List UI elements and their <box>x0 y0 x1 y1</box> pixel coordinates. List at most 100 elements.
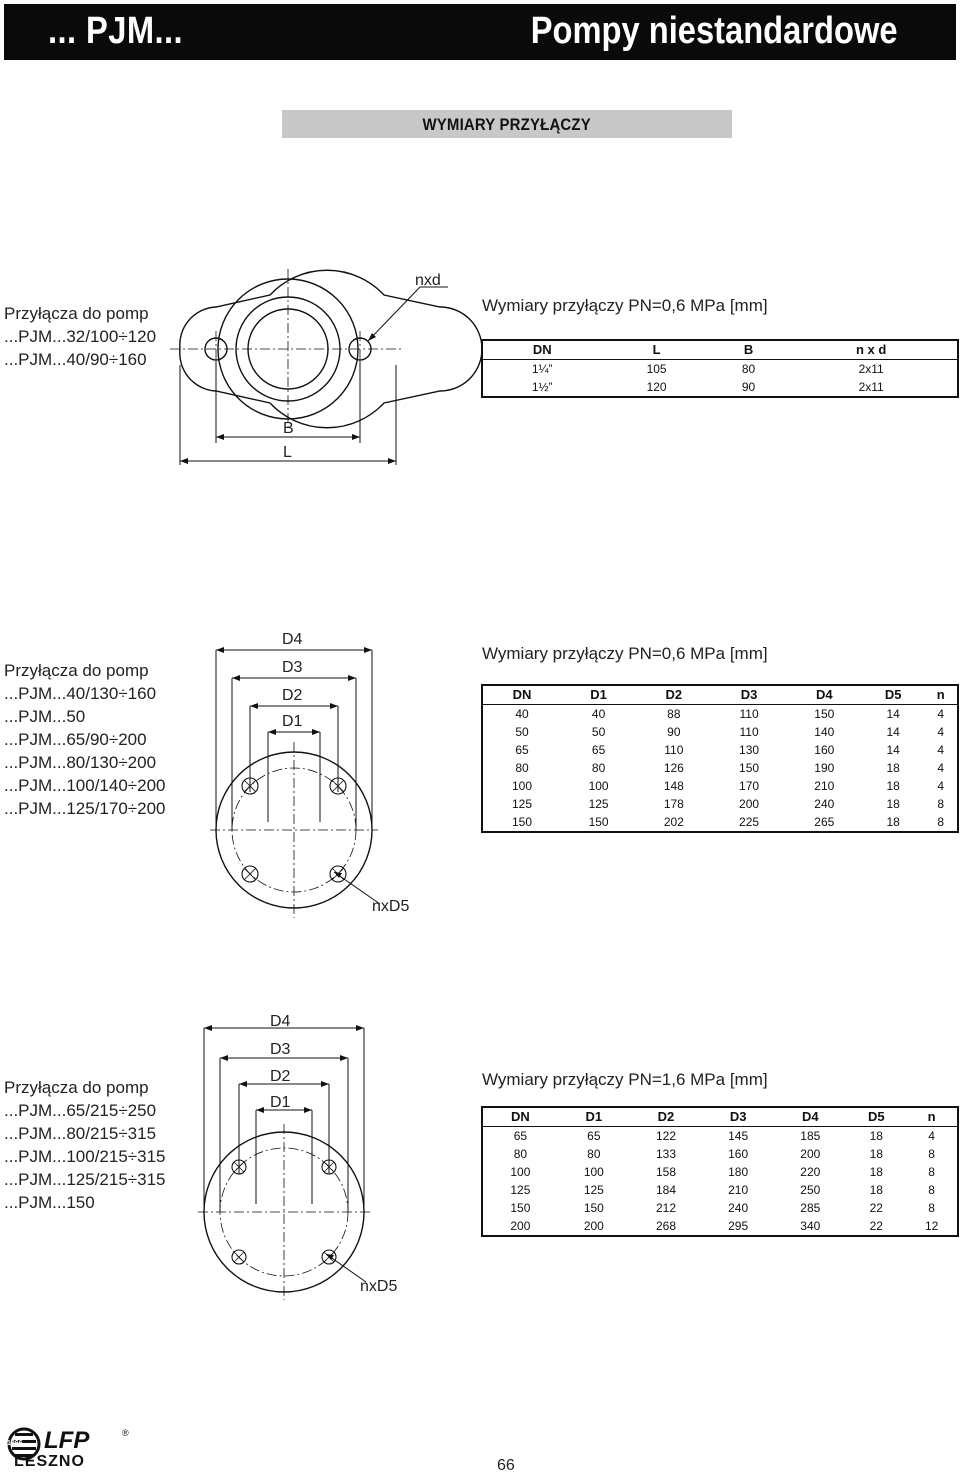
col-header: D4 <box>786 685 862 705</box>
table-cell: 14 <box>886 707 900 721</box>
col-header: D2 <box>629 1107 703 1127</box>
table-cell: 8 <box>928 1147 935 1161</box>
table-cell: 22 <box>869 1219 883 1233</box>
col-header: D3 <box>702 1107 775 1127</box>
label-d1: D1 <box>282 713 303 730</box>
applies-line: ...PJM...100/140÷200 <box>4 776 166 795</box>
table-cell: 150 <box>511 815 532 829</box>
table-cell: 110 <box>664 743 684 757</box>
table-cell: 80 <box>741 362 756 376</box>
table-cell: 160 <box>814 743 835 757</box>
table-cell: 125 <box>511 797 532 811</box>
round-flange-drawing-pn16: D4 D3 D2 D1 nxD5 <box>198 1013 397 1300</box>
oval-flange-drawing: nxd B L <box>170 269 483 465</box>
table-cell: 8 <box>937 797 945 811</box>
table-cell: 126 <box>663 761 684 775</box>
applies-line: Przyłącza do pomp <box>4 304 149 323</box>
table-cell: 100 <box>510 1165 531 1179</box>
table-cell: 80 <box>587 1147 601 1161</box>
table-cell: 8 <box>928 1165 935 1179</box>
table-cell: 100 <box>583 1165 604 1179</box>
table-cell: 250 <box>800 1183 821 1197</box>
table-row: 1½” 120 90 2x11 <box>482 378 958 397</box>
lfp-leszno-logo: 1866 LFP ® LESZNO <box>7 1427 129 1468</box>
label-d2: D2 <box>270 1068 291 1085</box>
table-cell: 50 <box>591 725 606 739</box>
label-nxd: nxd <box>415 272 441 289</box>
table-cell: 185 <box>800 1129 821 1143</box>
applies-line: ...PJM...80/130÷200 <box>4 753 157 772</box>
col-header: D1 <box>557 1107 630 1127</box>
table-cell: 200 <box>583 1219 604 1233</box>
table-cell: 200 <box>739 797 760 811</box>
table-cell: 240 <box>814 797 835 811</box>
block3-caption: Wymiary przyłączy PN=1,6 MPa [mm] <box>482 1070 768 1089</box>
table-cell: 110 <box>739 707 759 721</box>
block1-table: DN L B n x d 1¼” 105 80 2x11 1½” 120 90 … <box>481 339 959 398</box>
col-header: D1 <box>560 685 637 705</box>
table-cell: 90 <box>667 725 681 739</box>
table-cell: 125 <box>583 1183 604 1197</box>
block2-applies: Przyłącza do pomp ...PJM...40/130÷160 ..… <box>4 659 165 820</box>
section-title: WYMIARY PRZYŁĄCZY <box>282 110 732 138</box>
applies-line: Przyłącza do pomp <box>4 1078 149 1097</box>
table-cell: 50 <box>515 725 529 739</box>
table-cell: 90 <box>741 380 756 394</box>
header-series: ... PJM... <box>48 10 184 52</box>
table-cell: 40 <box>591 707 606 721</box>
block1-caption: Wymiary przyłączy PN=0,6 MPa [mm] <box>482 296 768 315</box>
label-d3: D3 <box>270 1041 291 1058</box>
table-cell: 18 <box>869 1129 883 1143</box>
col-header: DN <box>482 685 561 705</box>
label-nxd5: nxD5 <box>360 1278 397 1295</box>
table-cell: 220 <box>800 1165 821 1179</box>
svg-text:®: ® <box>122 1428 129 1438</box>
table-cell: 18 <box>869 1165 883 1179</box>
table-cell: 110 <box>739 725 759 739</box>
applies-line: ...PJM...100/215÷315 <box>4 1147 166 1166</box>
applies-line: ...PJM...125/215÷315 <box>4 1170 166 1189</box>
table-cell: 285 <box>800 1201 821 1215</box>
table-cell: 1¼” <box>531 362 553 376</box>
page-number: 66 <box>497 1457 515 1474</box>
table-cell: 18 <box>886 815 900 829</box>
table-cell: 150 <box>588 815 609 829</box>
applies-line: ...PJM...125/170÷200 <box>4 799 166 818</box>
table-cell: 125 <box>510 1183 531 1197</box>
table-cell: 2x11 <box>858 362 884 376</box>
logo-brand: LFP <box>44 1427 90 1454</box>
table-cell: 4 <box>937 743 945 757</box>
table-cell: 100 <box>588 779 609 793</box>
table-cell: 100 <box>511 779 532 793</box>
table-cell: 145 <box>728 1129 749 1143</box>
block3-applies: Przyłącza do pomp ...PJM...65/215÷250 ..… <box>4 1076 165 1214</box>
table-cell: 268 <box>655 1219 676 1233</box>
col-header: DN <box>482 340 602 360</box>
col-header: n <box>906 1107 958 1127</box>
table-cell: 178 <box>663 797 684 811</box>
header-bar: ... PJM... Pompy niestandardowe <box>4 4 956 60</box>
table-cell: 200 <box>800 1147 821 1161</box>
table-cell: 8 <box>928 1183 935 1197</box>
col-header: L <box>601 340 712 360</box>
table-cell: 1½” <box>531 380 553 394</box>
table-cell: 148 <box>663 779 684 793</box>
table-cell: 140 <box>814 725 835 739</box>
table-header-row: DN D1 D2 D3 D4 D5 n <box>482 1107 958 1127</box>
table-cell: 80 <box>591 761 606 775</box>
col-header: D5 <box>846 1107 907 1127</box>
table-cell: 65 <box>591 743 606 757</box>
table-cell: 65 <box>587 1129 601 1143</box>
applies-line: ...PJM...32/100÷120 <box>4 327 157 346</box>
table-cell: 4 <box>937 779 945 793</box>
logo-city: LESZNO <box>14 1453 85 1468</box>
header-title: Pompy niestandardowe <box>531 10 898 52</box>
